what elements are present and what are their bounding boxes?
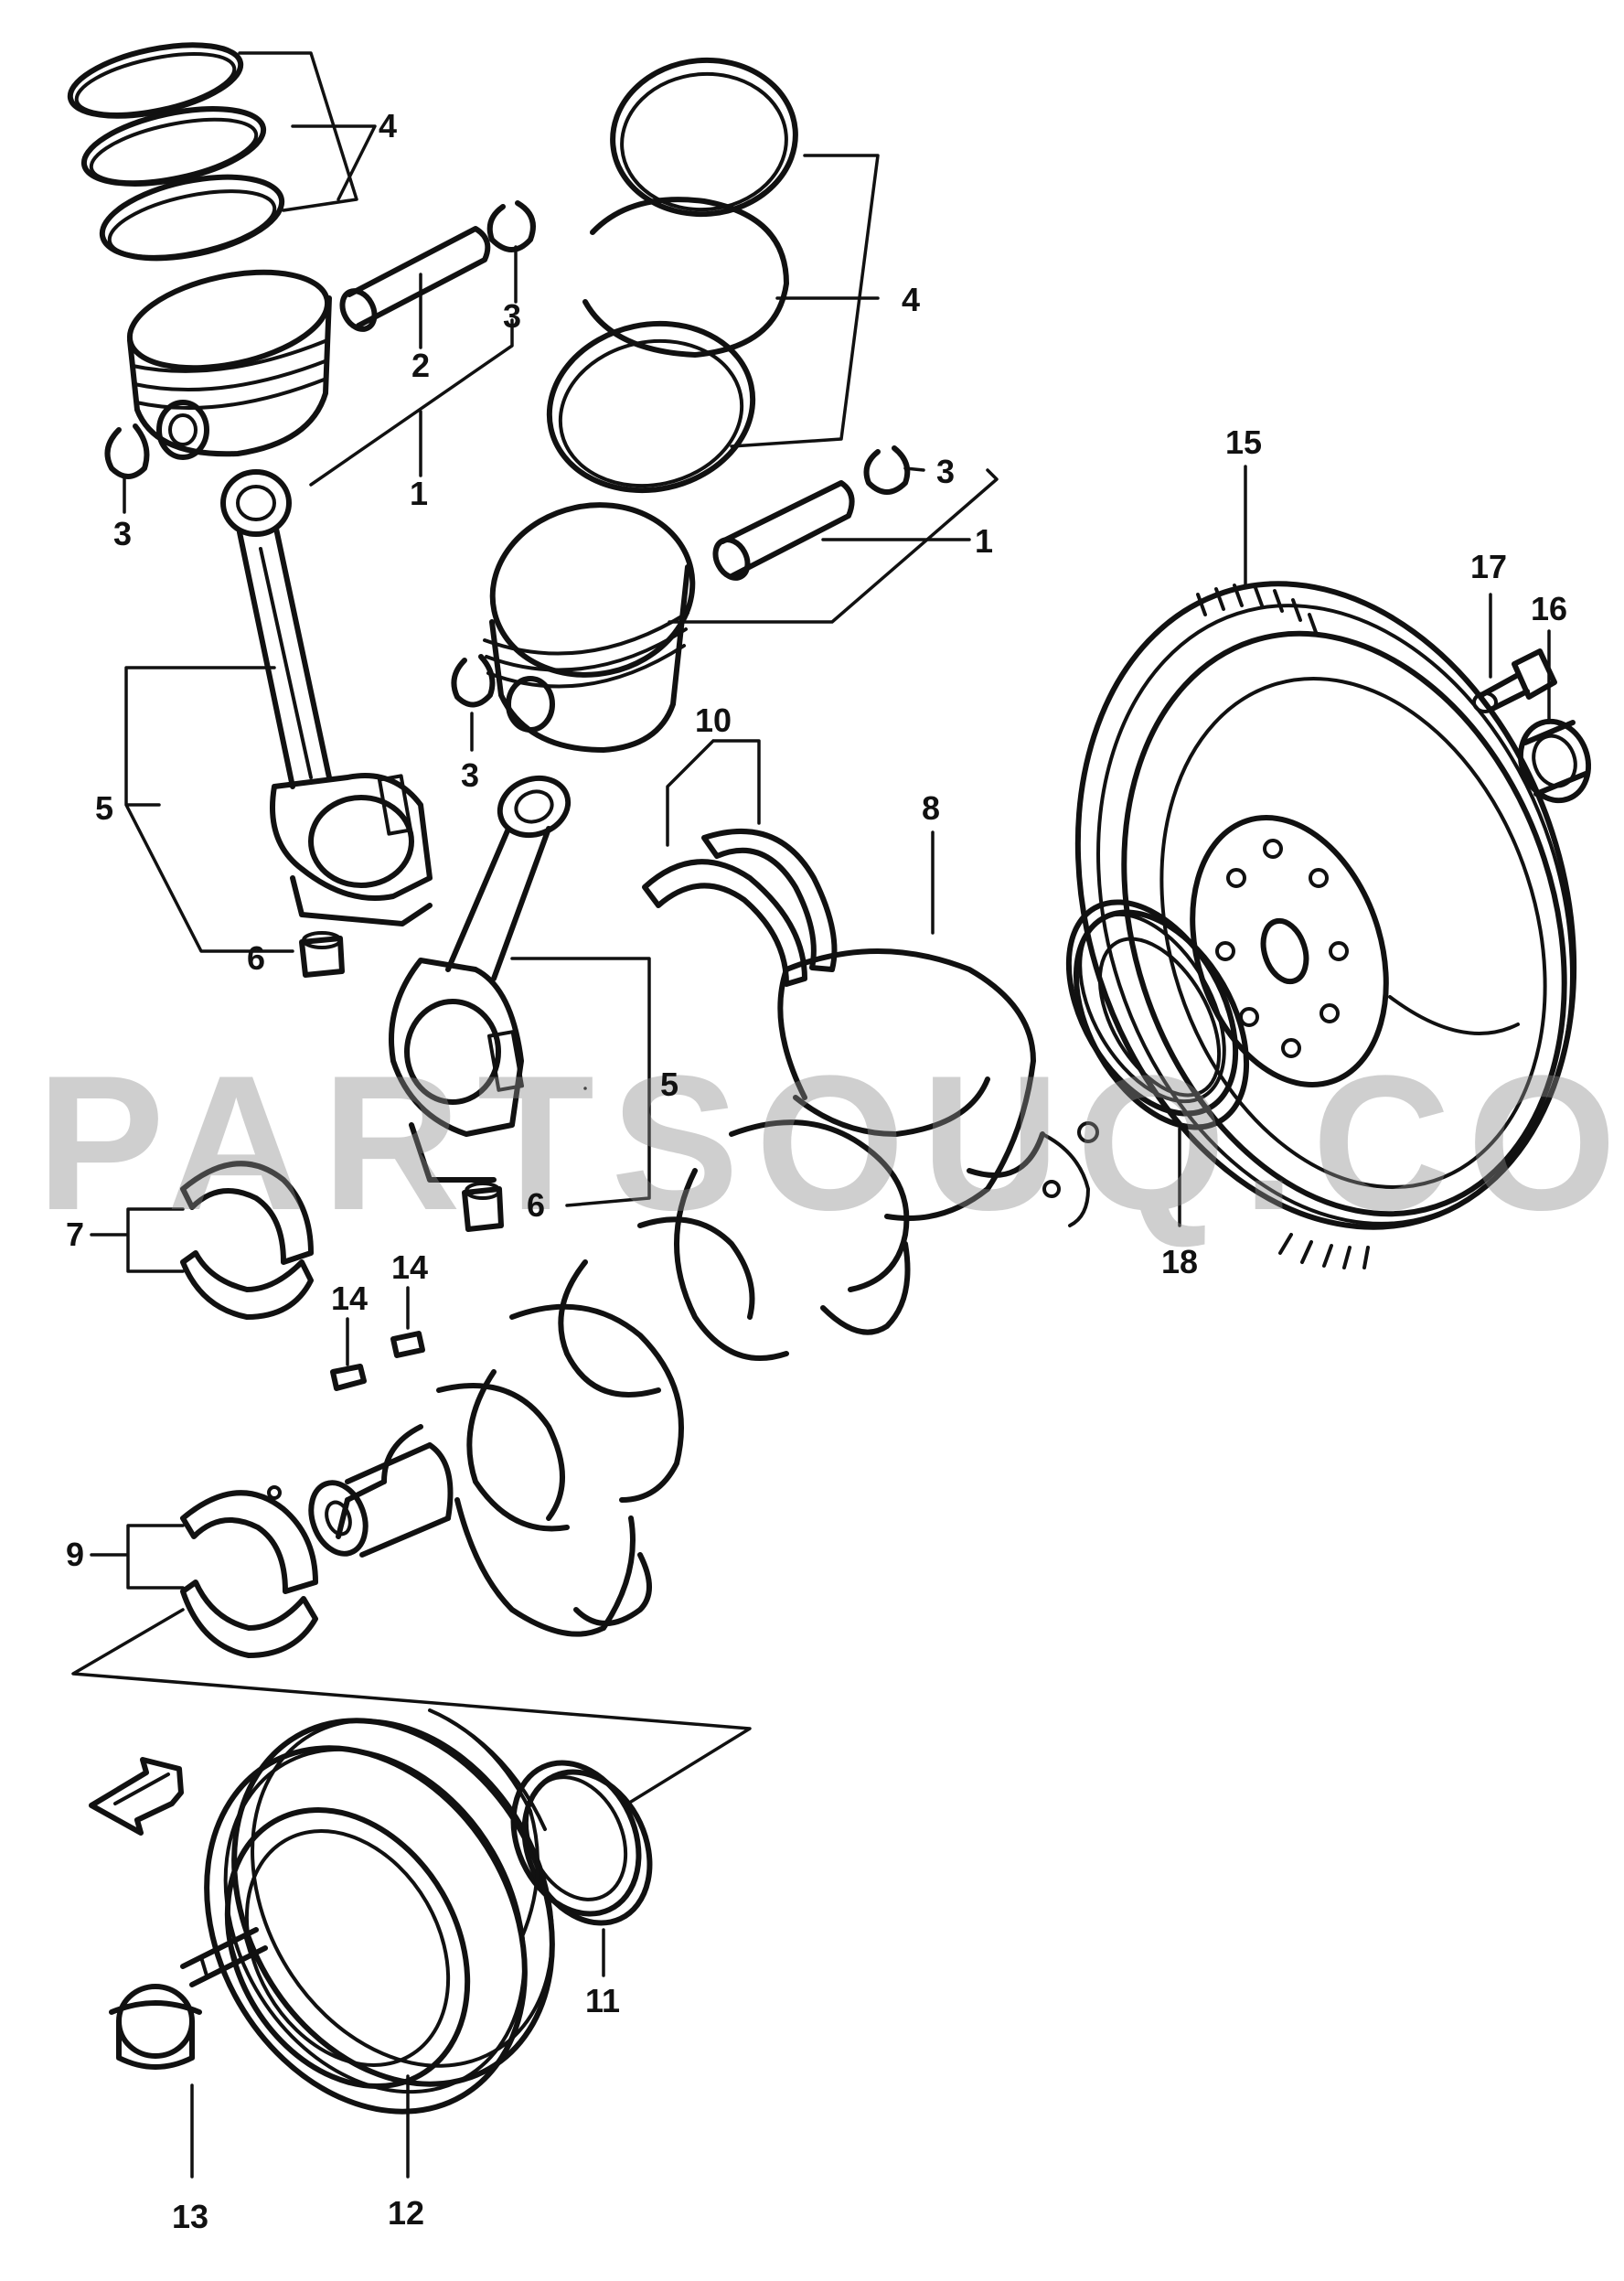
callout-14[interactable]: 14 <box>391 1248 428 1286</box>
partsouq-watermark: PARTSOUQ.COM <box>37 1035 1624 1250</box>
piston-pin-right[interactable] <box>710 480 855 584</box>
callout-14[interactable]: 14 <box>331 1280 368 1317</box>
callout-6[interactable]: 6 <box>527 1186 545 1224</box>
circlip-right-upper[interactable] <box>863 445 911 495</box>
callout-3[interactable]: 3 <box>113 515 132 552</box>
callout-4[interactable]: 4 <box>902 281 920 318</box>
callout-2[interactable]: 2 <box>411 347 430 384</box>
connecting-rod-right[interactable] <box>389 769 576 1183</box>
callout-9[interactable]: 9 <box>66 1536 84 1573</box>
callout-13[interactable]: 13 <box>172 2198 208 2235</box>
callout-10[interactable]: 10 <box>695 701 732 739</box>
callout-1[interactable]: 1 <box>975 522 993 560</box>
callout-5[interactable]: 5 <box>660 1066 678 1103</box>
callout-5[interactable]: 5 <box>95 789 113 827</box>
callout-7[interactable]: 7 <box>66 1215 84 1253</box>
callout-3[interactable]: 3 <box>936 453 955 490</box>
leader-lines <box>71 51 1551 2179</box>
callout-numbers: 4 2 3 1 3 4 3 1 3 5 6 10 8 5 6 7 14 14 9… <box>66 107 1567 2235</box>
crankshaft-pulley[interactable] <box>143 1663 615 2169</box>
front-direction-arrow-icon <box>89 1757 184 1836</box>
main-bearing-upper[interactable] <box>180 1161 314 1320</box>
callout-15[interactable]: 15 <box>1225 423 1262 461</box>
callout-18[interactable]: 18 <box>1161 1243 1198 1280</box>
pilot-bearing[interactable] <box>1510 712 1599 809</box>
connecting-rod-nut-left[interactable] <box>299 931 345 978</box>
crank-key-2[interactable] <box>390 1331 425 1358</box>
callout-11[interactable]: 11 <box>585 1982 620 2019</box>
callout-1[interactable]: 1 <box>410 475 428 512</box>
main-bearing-lower[interactable] <box>180 1485 318 1658</box>
circlip-left-upper[interactable] <box>486 200 536 252</box>
circlip-left-lower[interactable] <box>104 423 150 479</box>
callout-12[interactable]: 12 <box>388 2194 424 2232</box>
crank-key-1[interactable] <box>330 1364 367 1391</box>
callout-8[interactable]: 8 <box>922 789 940 827</box>
connecting-rod-nut-right[interactable] <box>462 1182 504 1232</box>
piston-pin-left[interactable] <box>337 226 491 335</box>
crankshaft-pulley-bolt[interactable] <box>109 1927 268 2070</box>
callout-3[interactable]: 3 <box>503 297 521 335</box>
circlip-right-lower[interactable] <box>451 654 496 708</box>
connecting-rod-left[interactable] <box>220 469 433 926</box>
callout-6[interactable]: 6 <box>247 939 265 977</box>
callout-16[interactable]: 16 <box>1531 590 1567 627</box>
piston-ring-set-left[interactable] <box>64 32 289 273</box>
callout-17[interactable]: 17 <box>1470 548 1507 585</box>
thrust-bearing-pair[interactable] <box>642 829 838 987</box>
piston-right[interactable] <box>476 487 708 753</box>
flywheel[interactable] <box>998 519 1624 1291</box>
crankshaft[interactable] <box>302 948 1099 1637</box>
flywheel-bolt[interactable] <box>1472 648 1557 713</box>
piston-ring-set-right[interactable] <box>534 53 802 509</box>
callout-4[interactable]: 4 <box>379 107 397 145</box>
callout-3[interactable]: 3 <box>461 756 479 794</box>
piston-left[interactable] <box>121 256 336 460</box>
